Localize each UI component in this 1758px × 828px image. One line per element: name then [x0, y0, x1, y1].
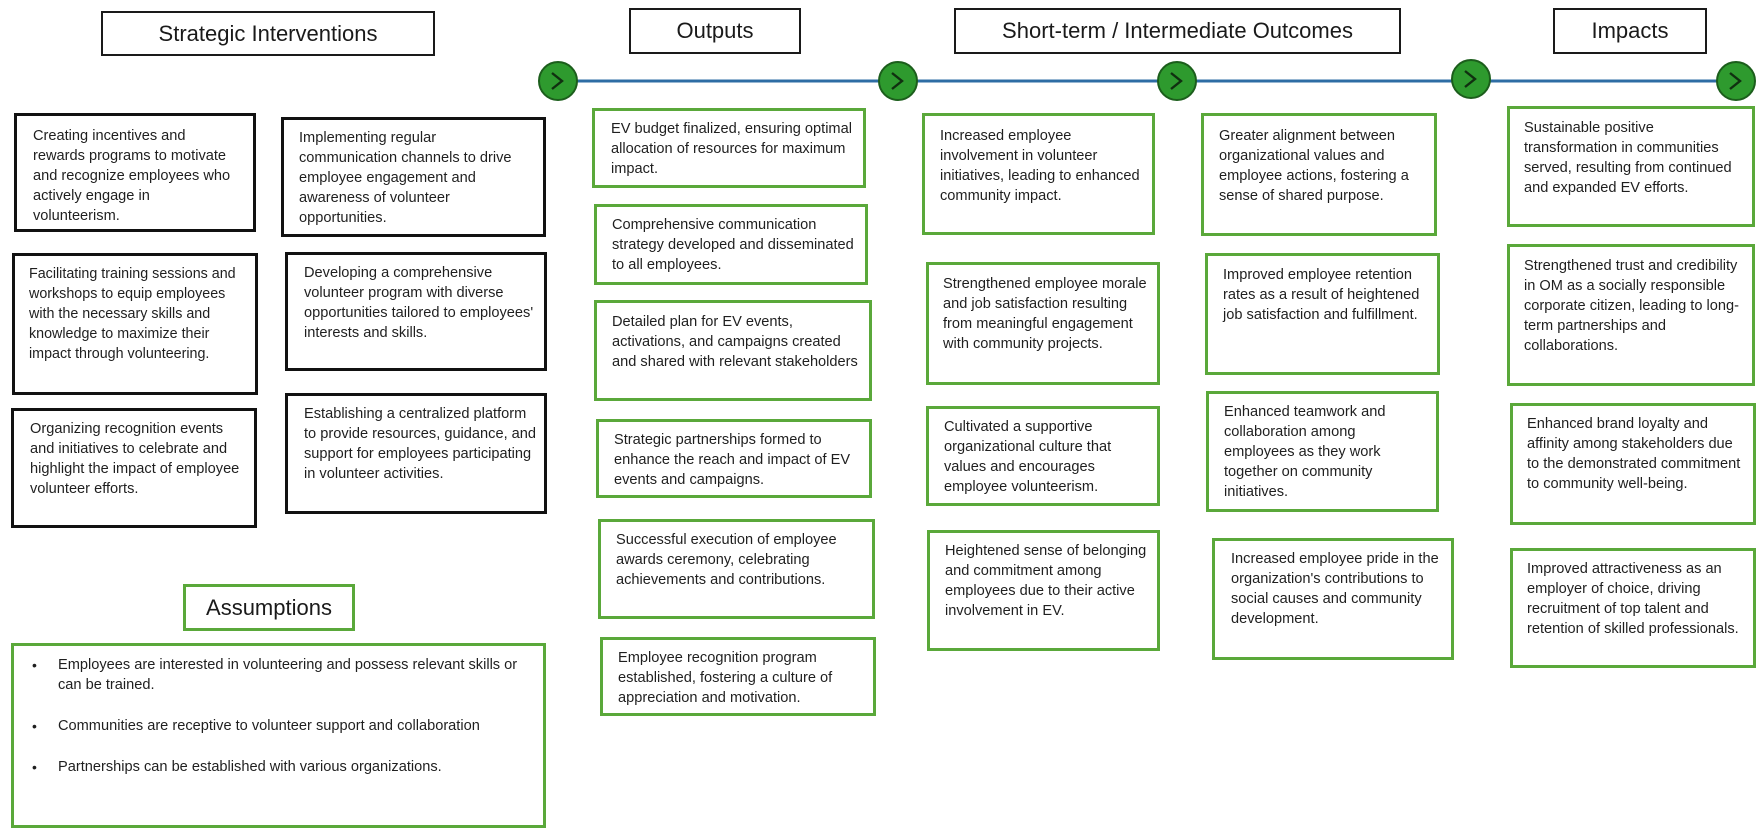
timeline-node [1157, 61, 1197, 101]
output-box: Detailed plan for EV events, activations… [594, 300, 872, 401]
output-box: Successful execution of employee awards … [598, 519, 875, 619]
timeline-node [1716, 61, 1756, 101]
impact-box: Enhanced brand loyalty and affinity amon… [1510, 403, 1756, 525]
intervention-box: Developing a comprehensive volunteer pro… [285, 252, 547, 371]
impact-box: Improved attractiveness as an employer o… [1510, 548, 1756, 668]
impact-box: Strengthened trust and credibility in OM… [1507, 244, 1755, 386]
timeline-node [1451, 59, 1491, 99]
intervention-box: Organizing recognition events and initia… [11, 408, 257, 528]
assumption-item: Partnerships can be established with var… [28, 757, 533, 777]
outcome-box: Greater alignment between organizational… [1201, 113, 1437, 236]
output-box: Comprehensive communication strategy dev… [594, 204, 868, 285]
header-assumptions: Assumptions [183, 584, 355, 631]
outcome-box: Heightened sense of belonging and commit… [927, 530, 1160, 651]
outcome-box: Cultivated a supportive organizational c… [926, 406, 1160, 506]
output-box: Employee recognition program established… [600, 637, 876, 716]
outcome-box: Improved employee retention rates as a r… [1205, 253, 1440, 375]
header-outputs: Outputs [629, 8, 801, 54]
timeline-node [878, 61, 918, 101]
timeline-node [538, 61, 578, 101]
outcome-box: Increased employee involvement in volunt… [922, 113, 1155, 235]
output-box: EV budget finalized, ensuring optimal al… [592, 108, 866, 188]
assumption-item: Employees are interested in volunteering… [28, 655, 533, 695]
intervention-box: Establishing a centralized platform to p… [285, 393, 547, 514]
chevron-right-icon [1464, 70, 1477, 88]
assumptions-list: Employees are interested in volunteering… [28, 655, 533, 777]
chevron-right-icon [891, 72, 904, 90]
chevron-right-icon [1729, 72, 1742, 90]
outcome-box: Strengthened employee morale and job sat… [926, 262, 1160, 385]
chevron-right-icon [1170, 72, 1183, 90]
intervention-box: Creating incentives and rewards programs… [14, 113, 256, 232]
chevron-right-icon [551, 72, 564, 90]
header-strategic-interventions: Strategic Interventions [101, 11, 435, 56]
intervention-box: Implementing regular communication chann… [281, 117, 546, 237]
assumptions-box: Employees are interested in volunteering… [11, 643, 546, 828]
outcome-box: Enhanced teamwork and collaboration amon… [1206, 391, 1439, 512]
header-outcomes: Short-term / Intermediate Outcomes [954, 8, 1401, 54]
output-box: Strategic partnerships formed to enhance… [596, 419, 872, 498]
intervention-box: Facilitating training sessions and works… [12, 253, 258, 395]
header-impacts: Impacts [1553, 8, 1707, 54]
assumption-item: Communities are receptive to volunteer s… [28, 716, 533, 736]
impact-box: Sustainable positive transformation in c… [1507, 106, 1755, 227]
outcome-box: Increased employee pride in the organiza… [1212, 538, 1454, 660]
